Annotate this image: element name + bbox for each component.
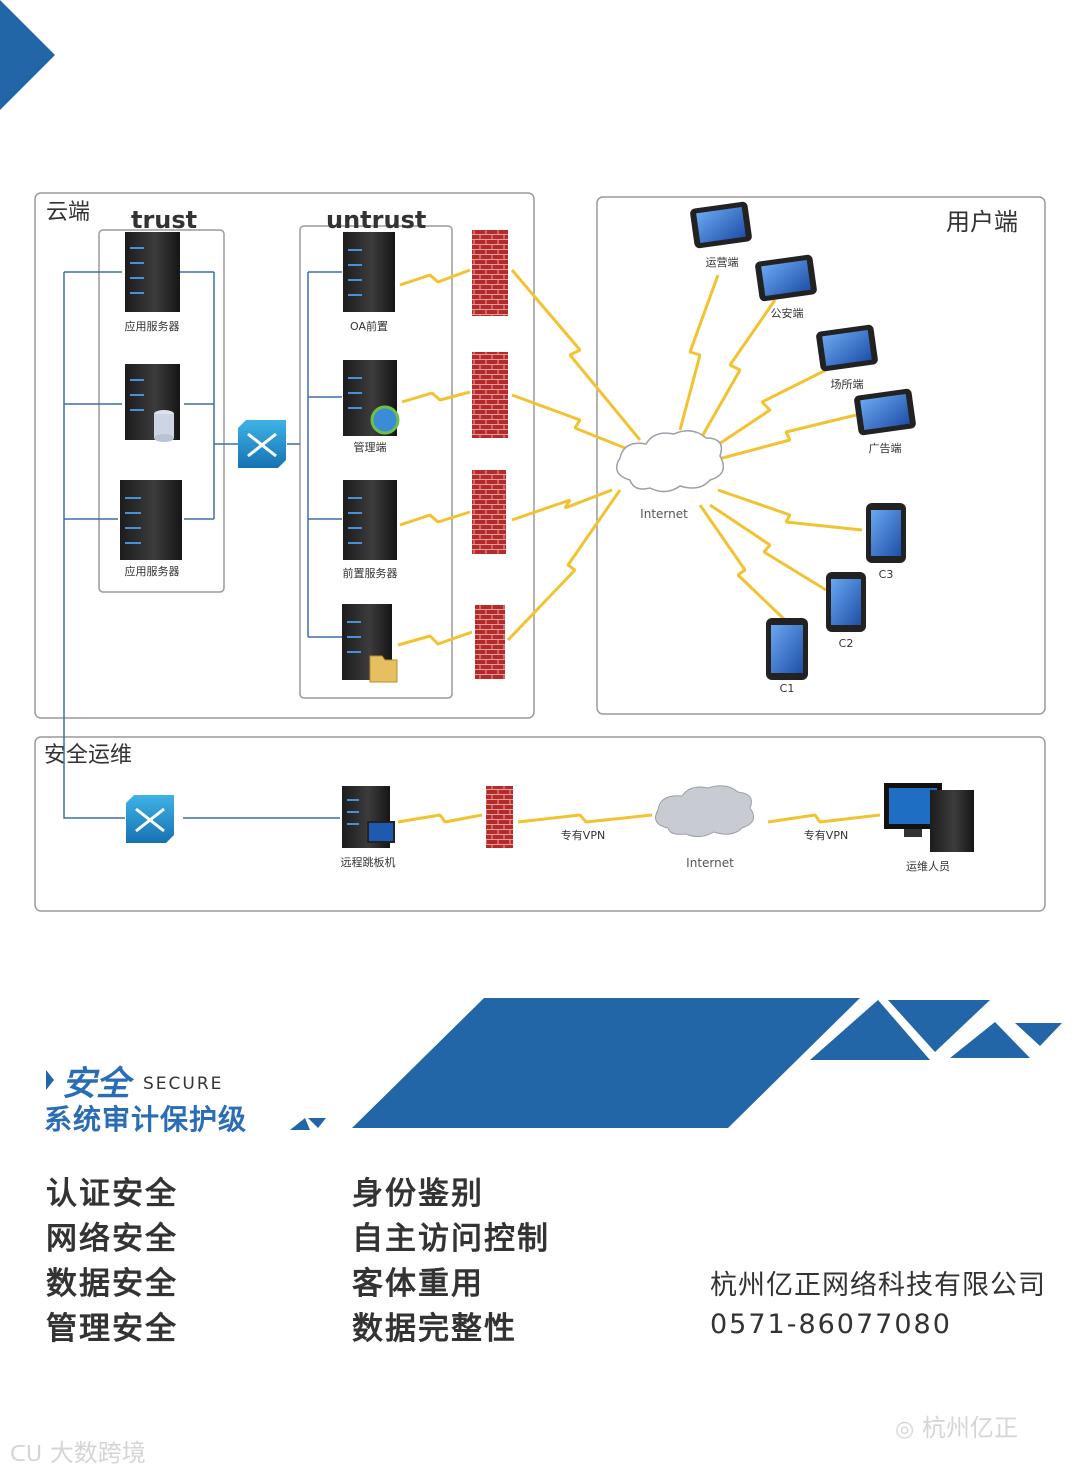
svg-text:远程跳板机: 远程跳板机	[341, 855, 396, 869]
internet-cloud: Internet	[615, 430, 725, 521]
firewall-3	[472, 470, 506, 554]
trust-title: trust	[131, 206, 197, 234]
company-name: 杭州亿正网络科技有限公司	[710, 1270, 1046, 1301]
firewall-2	[472, 352, 508, 438]
ops-title: 安全运维	[44, 743, 132, 768]
ops-firewall	[486, 786, 513, 848]
untrust-server-front: 前置服务器	[343, 480, 398, 580]
tablet-ads: 广告端	[854, 388, 916, 455]
svg-text:C2: C2	[839, 637, 854, 650]
ops-vpn-label-1: 专有VPN	[561, 828, 605, 842]
watermark-left-text: 大数跨境	[49, 1439, 146, 1467]
tablet-venue: 场所端	[816, 324, 878, 391]
svg-text:C3: C3	[879, 568, 894, 581]
svg-text:运营端: 运营端	[706, 255, 739, 269]
user-title: 用户端	[946, 208, 1018, 236]
tablet-ops: 运营端	[690, 201, 752, 269]
untrust-server-files	[342, 604, 398, 683]
ops-frame	[34, 736, 1046, 912]
ops-workstation: 运维人员	[884, 783, 974, 873]
feature-item: 认证安全	[46, 1176, 178, 1212]
company-phone: 0571-86077080	[710, 1309, 952, 1340]
watermark-right: ◎ 杭州亿正	[895, 1408, 1018, 1443]
trust-frame	[98, 229, 225, 593]
firewall-1	[472, 230, 508, 316]
network-diagram: 云端 trust untrust 用户端 安全运维 应用服务器 应用服务器	[34, 192, 1046, 912]
untrust-server-oa: OA前置	[343, 232, 395, 333]
feature-item: 身份鉴别	[352, 1176, 484, 1212]
untrust-server-admin: 管理端	[343, 360, 400, 454]
svg-text:公安端: 公安端	[771, 306, 804, 320]
feature-list-right: 身份鉴别 自主访问控制 客体重用 数据完整性	[352, 1168, 550, 1348]
svg-text:Internet: Internet	[686, 856, 734, 870]
phone-c2: C2	[826, 572, 866, 650]
svg-text:Internet: Internet	[640, 507, 688, 521]
untrust-title: untrust	[326, 206, 426, 234]
corner-chevron	[0, 0, 55, 110]
svg-text:应用服务器: 应用服务器	[125, 564, 180, 578]
ops-vpn-label-2: 专有VPN	[804, 828, 848, 842]
feature-item: 网络安全	[46, 1221, 178, 1257]
watermark-right-text: 杭州亿正	[921, 1414, 1018, 1442]
svg-text:广告端: 广告端	[869, 442, 902, 455]
trust-server-3: 应用服务器	[120, 480, 182, 578]
feature-item: 管理安全	[46, 1311, 178, 1347]
trust-server-2	[125, 364, 180, 442]
trust-server-1: 应用服务器	[125, 232, 180, 333]
core-switch	[238, 420, 286, 468]
section-title: 安全	[62, 1064, 130, 1104]
cloud-frame	[34, 192, 535, 719]
wechat-icon: ◎	[895, 1417, 915, 1442]
ops-switch	[126, 795, 174, 843]
svg-text:场所端: 场所端	[831, 377, 864, 391]
feature-item: 数据安全	[46, 1266, 178, 1302]
user-frame	[596, 196, 1046, 715]
watermark-logo-icon: ᑕᑌ	[10, 1442, 43, 1467]
svg-text:C1: C1	[780, 682, 795, 695]
svg-text:OA前置: OA前置	[350, 319, 388, 333]
svg-text:前置服务器: 前置服务器	[343, 566, 398, 580]
decorative-banner	[290, 998, 1062, 1130]
tablet-police: 公安端	[755, 254, 817, 320]
phone-c1: C1	[766, 618, 808, 695]
cloud-title: 云端	[46, 200, 90, 225]
watermark-left: ᑕᑌ 大数跨境	[10, 1433, 146, 1468]
feature-item: 数据完整性	[352, 1311, 517, 1347]
trust-connectors	[63, 271, 342, 819]
phone-c3: C3	[866, 503, 906, 581]
lightning-links	[397, 268, 881, 824]
svg-text:应用服务器: 应用服务器	[125, 319, 180, 333]
section-title-en: SECURE	[143, 1074, 224, 1094]
firewall-4	[475, 605, 505, 679]
ops-jump-server: 远程跳板机	[341, 786, 396, 869]
feature-item: 自主访问控制	[352, 1221, 550, 1257]
triangle-marker-icon	[46, 1070, 54, 1090]
svg-text:管理端: 管理端	[354, 440, 387, 454]
ops-internet-cloud: Internet	[655, 785, 755, 870]
svg-text:运维人员: 运维人员	[906, 860, 950, 873]
untrust-frame	[299, 225, 453, 699]
feature-item: 客体重用	[352, 1266, 484, 1302]
section-subtitle: 系统审计保护级	[44, 1103, 248, 1136]
feature-list-left: 认证安全 网络安全 数据安全 管理安全	[46, 1168, 178, 1348]
